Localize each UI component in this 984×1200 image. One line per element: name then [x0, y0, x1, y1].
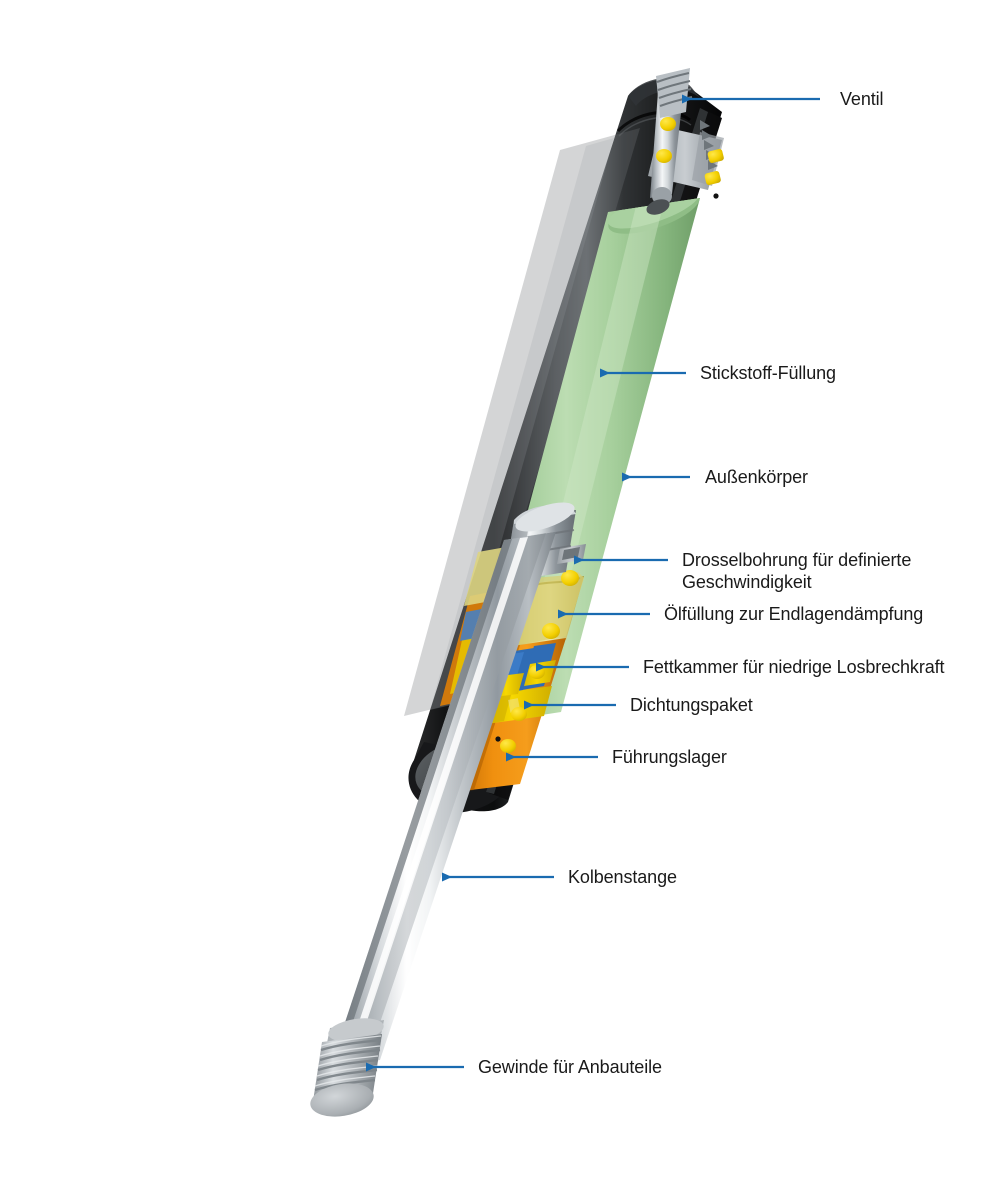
label-gewinde: Gewinde für Anbauteile: [478, 1057, 662, 1077]
label-stickstoff-fuellung: Stickstoff-Füllung: [700, 363, 836, 383]
label-oelfuellung: Ölfüllung zur Endlagendämpfung: [664, 604, 924, 624]
label-aussenkoerper: Außenkörper: [705, 467, 808, 487]
thread-end: [310, 1018, 384, 1117]
label-ventil: Ventil: [840, 89, 884, 109]
leader-lines: [366, 94, 820, 1072]
label-fuehrungslager: Führungslager: [612, 747, 727, 767]
valve: [646, 68, 724, 215]
label-dichtungspaket: Dichtungspaket: [630, 695, 753, 715]
label-drosselbohrung: Drosselbohrung für definierte Geschwindi…: [682, 550, 912, 592]
label-kolbenstange: Kolbenstange: [568, 867, 677, 887]
piston-rod: [330, 532, 556, 1068]
label-fettkammer: Fettkammer für niedrige Losbrechkraft: [643, 657, 945, 677]
